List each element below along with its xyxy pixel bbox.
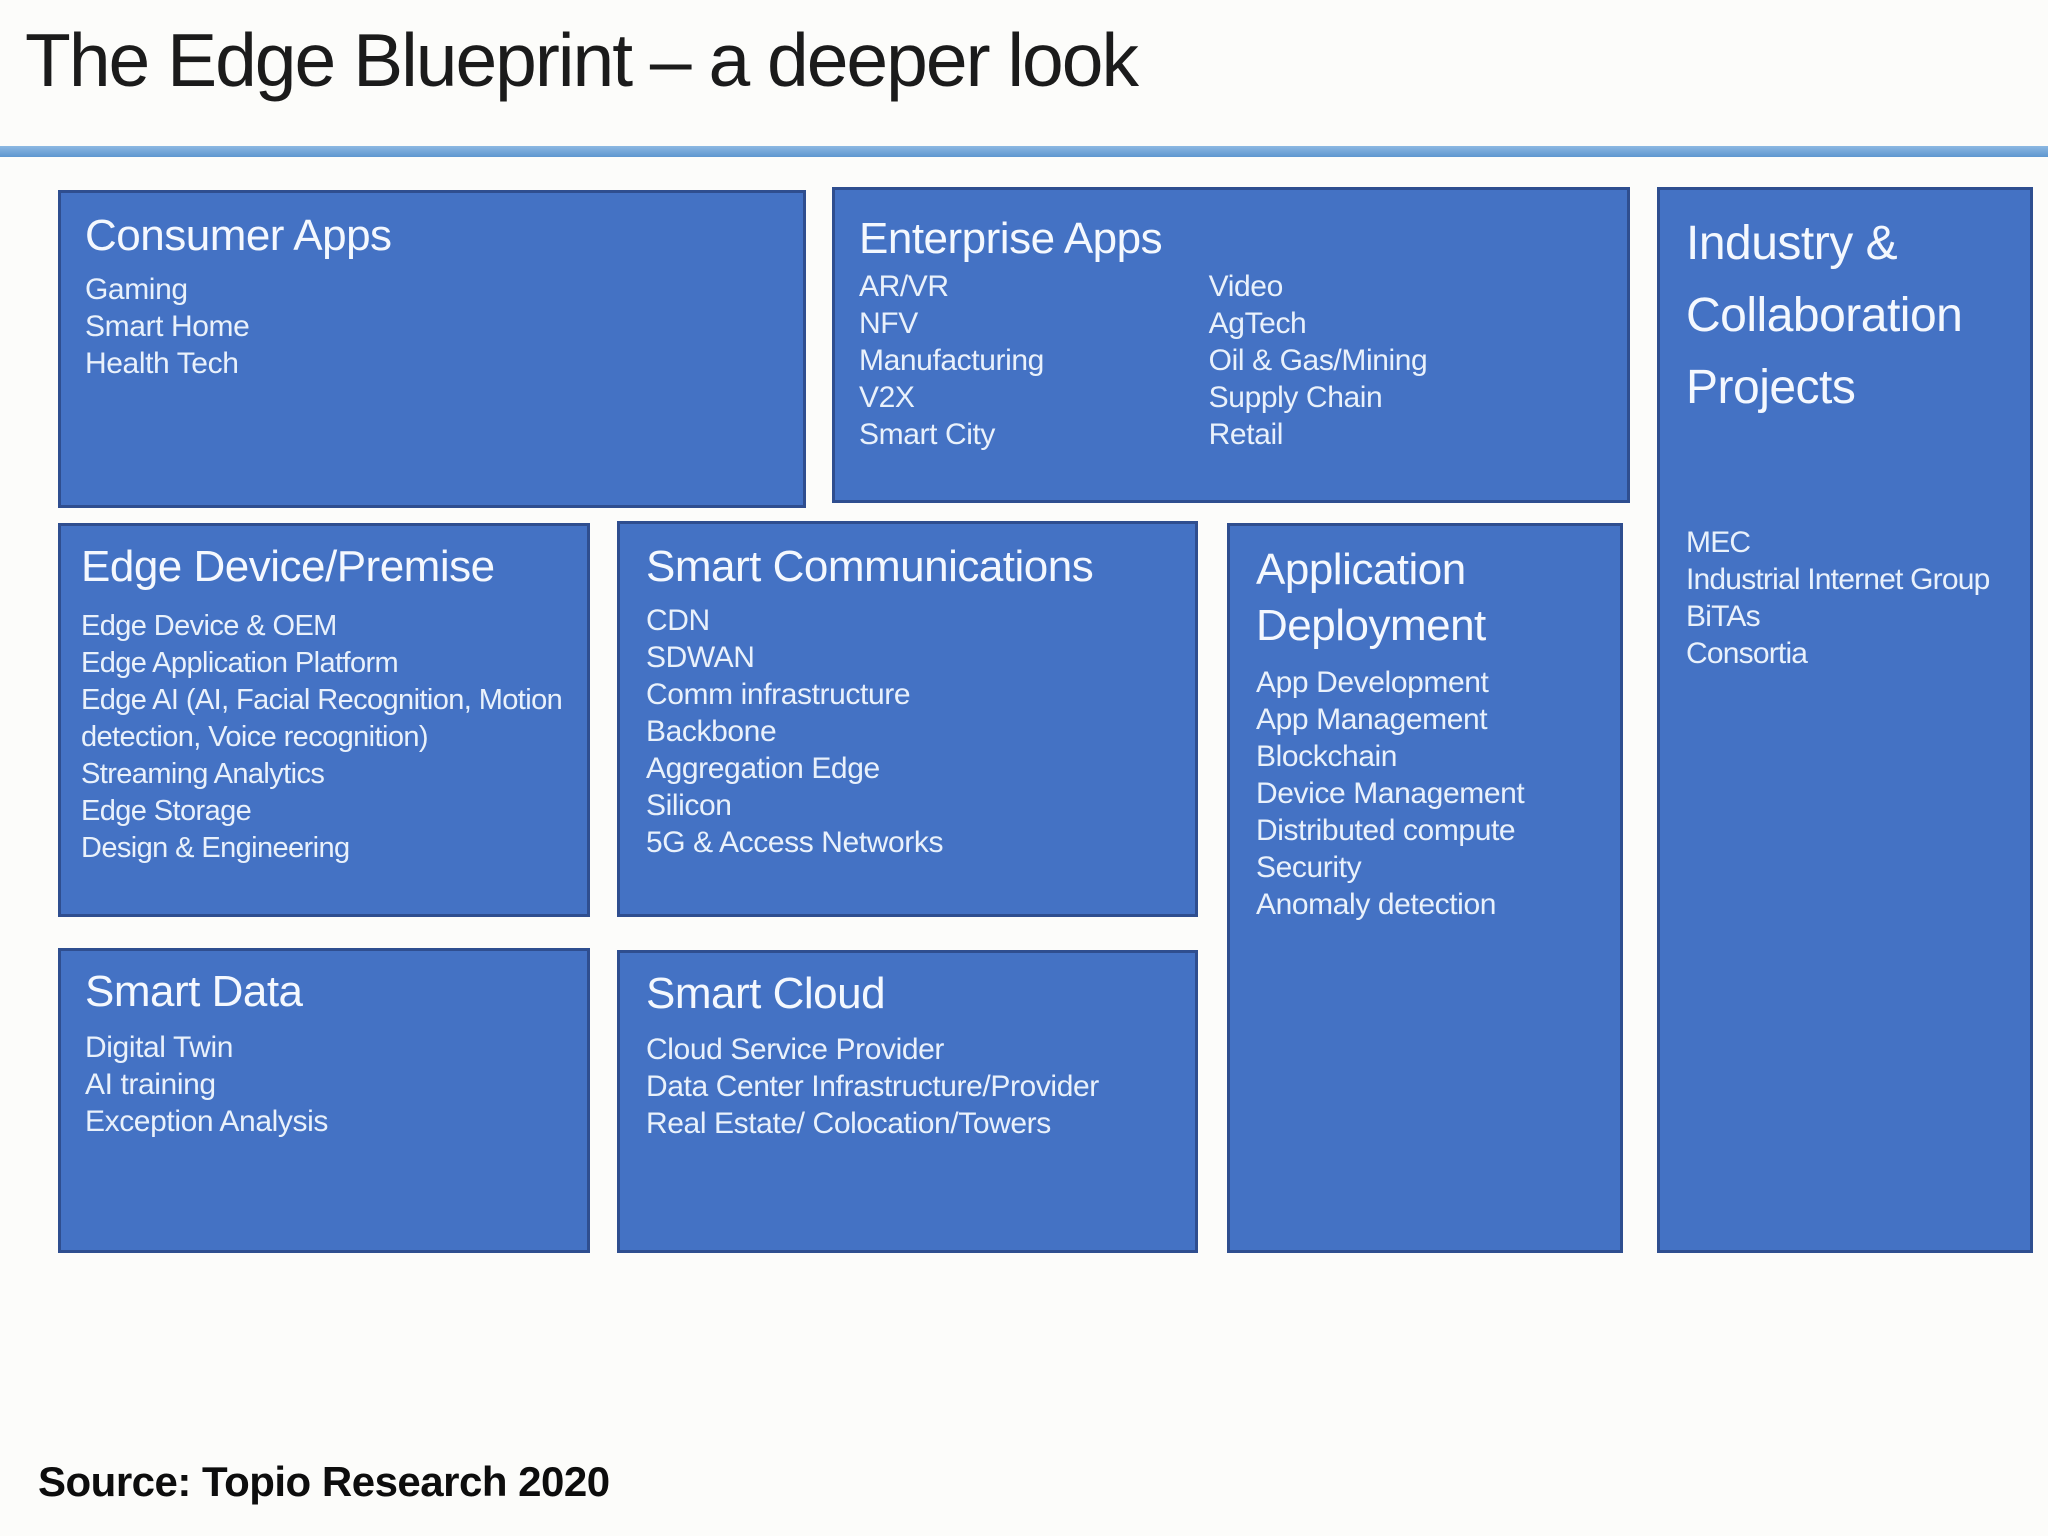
list-item: Silicon [646,789,732,822]
page-title: The Edge Blueprint – a deeper look [25,18,1139,102]
list-item: Manufacturing [859,344,1044,377]
list-item: Oil & Gas/Mining [1208,344,1428,377]
box-application-deployment-title: Application Deployment [1256,545,1486,650]
box-edge-device-premise-title: Edge Device/Premise [81,542,495,591]
list-item: Blockchain [1256,740,1398,773]
list-item: Comm infrastructure [646,678,911,711]
list-item: Smart Home [85,310,250,343]
box-industry-collaboration-title: Industry & Collaboration Projects [1686,217,1963,414]
list-item: App Development [1256,666,1489,699]
list-item: Edge Application Platform [81,647,399,679]
list-item: Video [1208,270,1284,303]
list-item: App Management [1256,703,1488,736]
list-item: MEC [1686,526,1751,559]
list-item: Real Estate/ Colocation/Towers [646,1107,1051,1140]
list-item: Design & Engineering [81,832,350,864]
list-item: Retail [1208,418,1284,451]
box-smart-communications-title: Smart Communications [646,542,1094,591]
list-item: AI training [85,1068,216,1101]
box-edge-device-premise-list: Edge Device & OEM Edge Application Platfo… [81,608,583,867]
title-divider [0,146,2048,157]
list-item: Device Management [1256,777,1525,810]
list-item: Digital Twin [85,1031,234,1064]
box-smart-cloud-title: Smart Cloud [646,969,886,1018]
box-consumer-apps-title: Consumer Apps [85,211,392,260]
list-item: Distributed compute [1256,814,1516,847]
box-smart-communications: Smart Communications CDN SDWAN Comm infras… [617,521,1198,917]
list-item: Edge Device & OEM [81,610,337,642]
list-item: Streaming Analytics [81,758,325,790]
list-item: AR/VR [859,270,949,303]
list-item: AgTech [1208,307,1307,340]
list-item: CDN [646,604,710,637]
list-item: BiTAs [1686,600,1761,633]
list-item: Backbone [646,715,777,748]
list-item: Health Tech [85,347,239,380]
list-item: 5G & Access Networks [646,826,944,859]
list-item: NFV [859,307,918,340]
list-item: Security [1256,851,1362,884]
list-item: Industrial Internet Group [1686,563,1990,596]
list-item: Exception Analysis [85,1105,328,1138]
list-item: Smart City [859,418,996,451]
list-item: Cloud Service Provider [646,1033,944,1066]
list-item: Supply Chain [1208,381,1383,414]
list-item: Edge AI (AI, Facial Recognition, Motion … [81,684,563,753]
list-item: Consortia [1686,637,1808,670]
list-item: Edge Storage [81,795,252,827]
list-item: Aggregation Edge [646,752,880,785]
list-item: V2X [859,381,915,414]
box-smart-data-title: Smart Data [85,967,303,1016]
source-credit: Source: Topio Research 2020 [38,1458,610,1505]
box-industry-collaboration-projects: Industry & Collaboration Projects MEC Ind… [1657,187,2033,1253]
list-item: SDWAN [646,641,755,674]
list-item: Data Center Infrastructure/Provider [646,1070,1099,1103]
list-item: Anomaly detection [1256,888,1497,921]
list-item: Gaming [85,273,188,306]
box-enterprise-apps-title: Enterprise Apps [859,214,1163,263]
